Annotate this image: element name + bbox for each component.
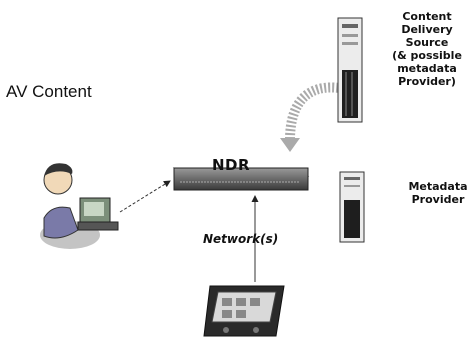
av-content-title: AV Content bbox=[6, 82, 92, 102]
arrow-user-to-ndr bbox=[120, 181, 170, 212]
ndr-label: NDR bbox=[212, 156, 250, 174]
content-delivery-source-label: Content Delivery Source (& possible meta… bbox=[382, 10, 469, 88]
meta-line: Provider bbox=[398, 193, 469, 206]
server-tower-icon bbox=[338, 18, 362, 122]
cds-line: Source bbox=[382, 36, 469, 49]
cds-line: (& possible bbox=[382, 49, 469, 62]
meta-line: Metadata bbox=[398, 180, 469, 193]
cds-line: Provider) bbox=[382, 75, 469, 88]
metadata-provider-label: Metadata Provider bbox=[398, 180, 469, 206]
arrow-head-content bbox=[280, 138, 300, 152]
network-label: Network(s) bbox=[203, 232, 278, 246]
person-at-computer-icon bbox=[40, 163, 118, 249]
pda-icon bbox=[204, 286, 284, 336]
cds-line: Content bbox=[382, 10, 469, 23]
cds-line: metadata bbox=[382, 62, 469, 75]
server-tower-icon bbox=[340, 172, 364, 242]
cds-line: Delivery bbox=[382, 23, 469, 36]
